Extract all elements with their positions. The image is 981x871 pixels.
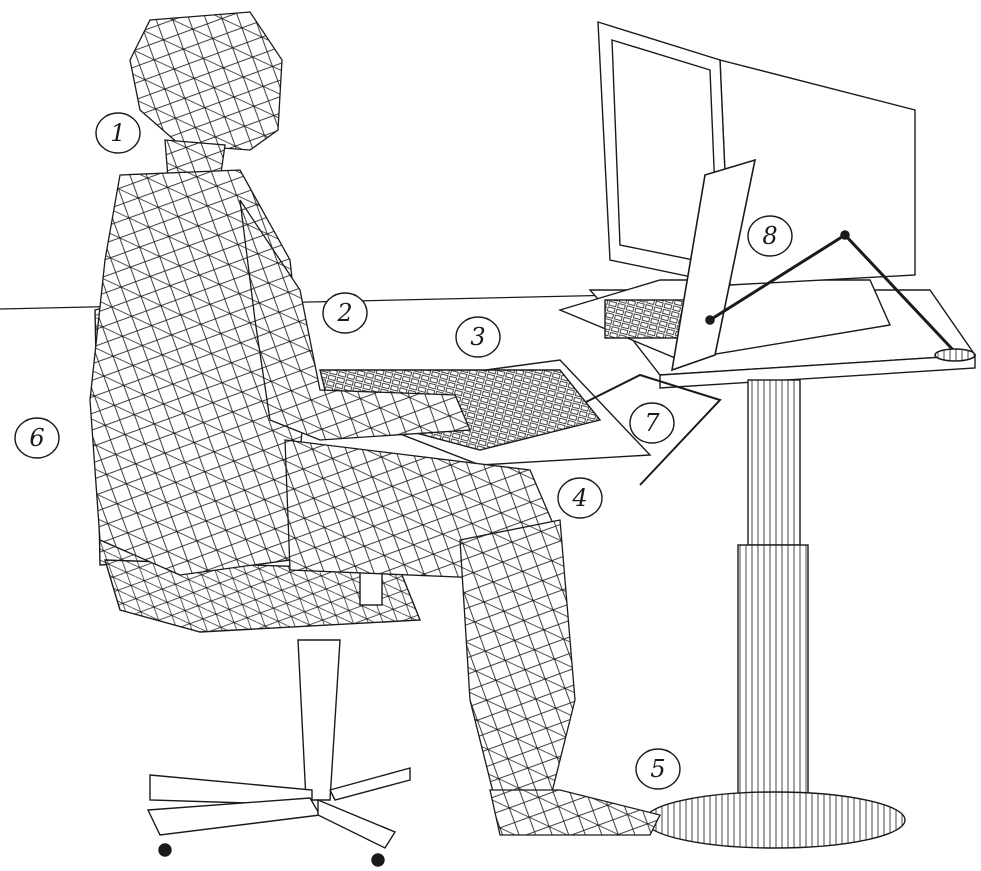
holder-clamp: [935, 349, 975, 361]
person-head: [130, 12, 282, 150]
callout-label: 6: [29, 424, 44, 452]
callout-6: 6: [15, 418, 59, 458]
chair-column: [298, 640, 340, 800]
desk-base: [645, 792, 905, 848]
callout-4: 4: [558, 478, 602, 518]
callout-label: 7: [644, 409, 660, 437]
callout-8: 8: [748, 216, 792, 256]
callout-3: 3: [456, 317, 500, 357]
callout-7: 7: [630, 403, 674, 443]
callout-label: 2: [336, 299, 352, 327]
horizon-line: [0, 295, 620, 309]
callout-label: 4: [571, 484, 587, 512]
desk-column-upper: [748, 380, 800, 545]
monitor-buttons: [605, 300, 685, 338]
callout-1: 1: [96, 113, 140, 153]
chair-base-leg-front: [148, 798, 320, 835]
callout-5: 5: [636, 749, 680, 789]
holder-pivot: [706, 316, 714, 324]
callout-label: 3: [470, 323, 485, 351]
caster-2: [372, 854, 384, 866]
chair-base-leg-back: [330, 768, 410, 800]
callout-label: 8: [762, 222, 777, 250]
caster-1: [159, 844, 171, 856]
person-foot: [490, 790, 660, 835]
desk-column-lower: [738, 545, 808, 800]
person-shin: [460, 520, 575, 800]
callout-label: 1: [110, 119, 125, 147]
callout-2: 2: [323, 293, 367, 333]
holder-joint: [841, 231, 849, 239]
chair-base-leg-right: [318, 800, 395, 848]
callout-label: 5: [650, 755, 665, 783]
